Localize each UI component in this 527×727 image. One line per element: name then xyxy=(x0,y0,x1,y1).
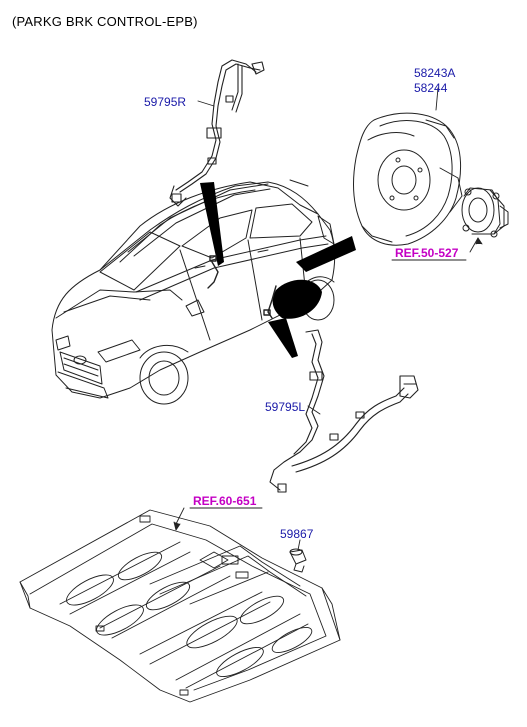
clip-drawing xyxy=(289,548,307,573)
ref-60-651[interactable]: REF.60-651 xyxy=(193,494,257,508)
callout-59795r: 59795R xyxy=(144,95,187,109)
callout-58244: 58244 xyxy=(414,81,448,95)
callout-59795l: 59795L xyxy=(265,400,306,414)
leader-lines xyxy=(173,87,483,551)
callout-wedges xyxy=(200,182,356,358)
harness-on-car xyxy=(207,255,277,319)
epb-cable-right-drawing xyxy=(169,59,265,207)
callout-58243a: 58243A xyxy=(414,66,456,80)
brake-dust-cover-drawing xyxy=(353,112,463,246)
callout-59867: 59867 xyxy=(280,527,314,541)
floor-panel-drawing xyxy=(19,509,341,703)
wheel-hub-drawing xyxy=(461,187,509,238)
ref-50-527[interactable]: REF.50-527 xyxy=(395,246,459,260)
diagram-title: (PARKG BRK CONTROL-EPB) xyxy=(12,14,198,29)
epb-cable-left-drawing xyxy=(269,329,419,493)
